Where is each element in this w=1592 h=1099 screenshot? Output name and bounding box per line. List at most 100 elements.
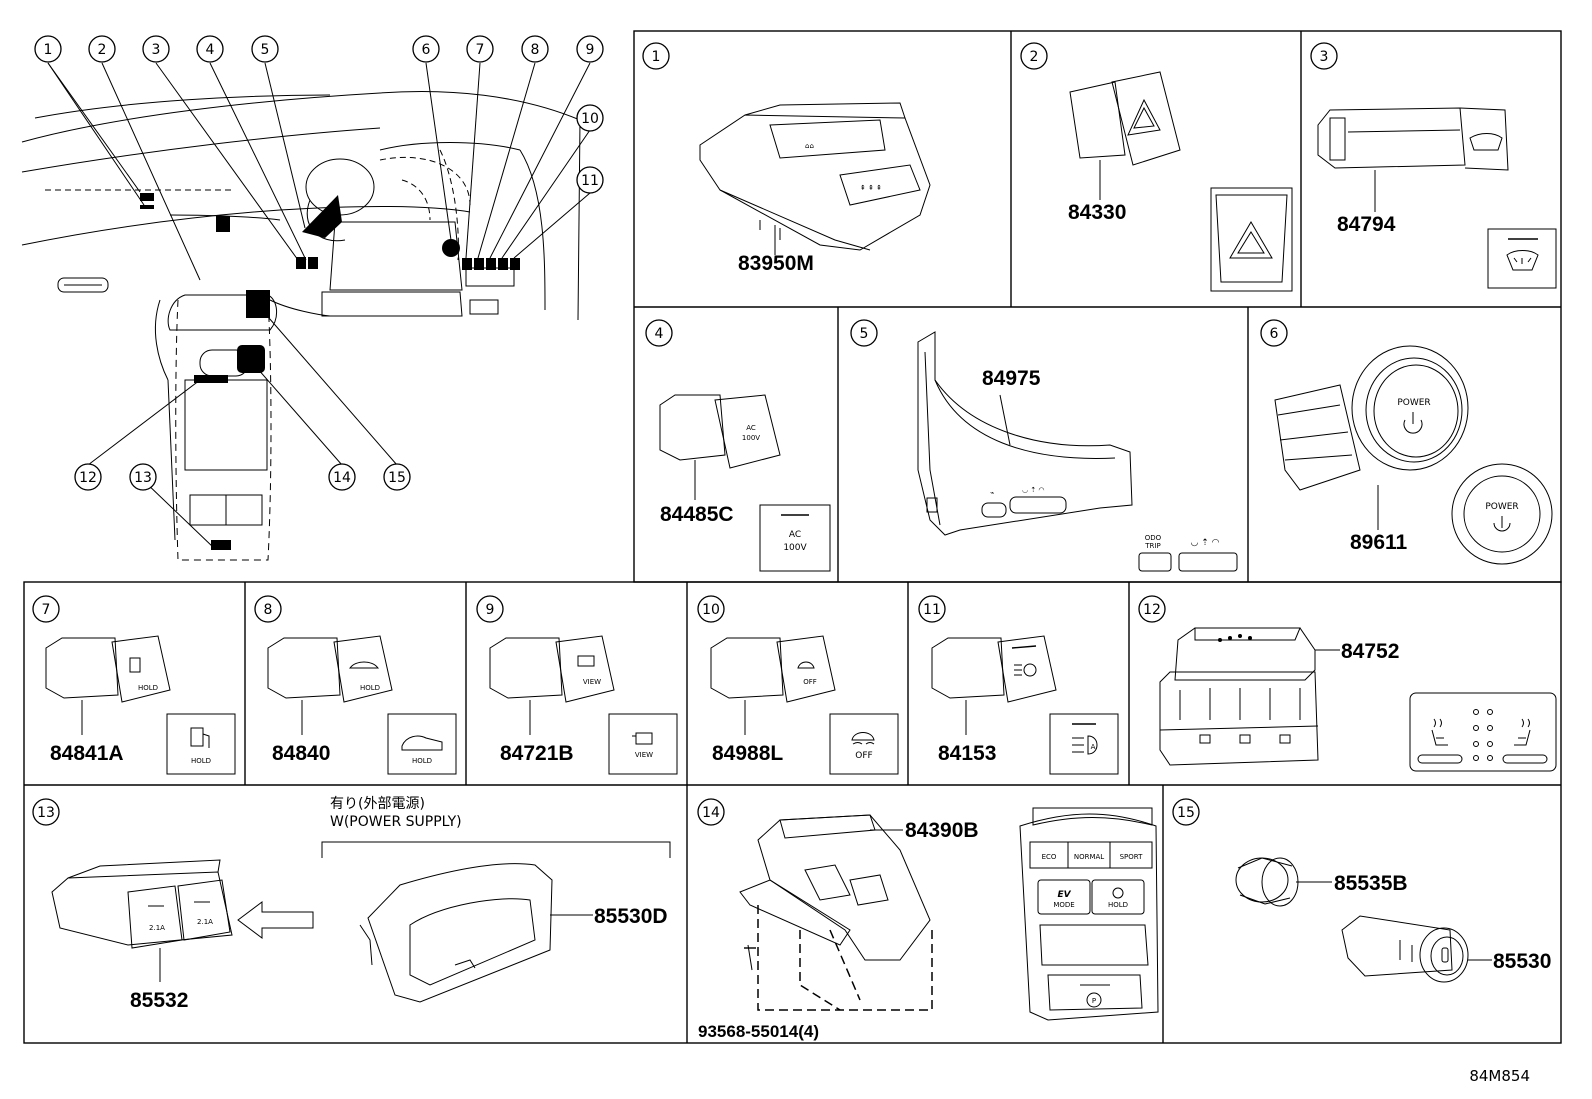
part-84485C: 84485C bbox=[660, 503, 734, 526]
svg-text:7: 7 bbox=[42, 602, 51, 618]
part-85530: 85530 bbox=[1493, 950, 1551, 973]
callout-8: 8 bbox=[531, 42, 540, 58]
seat-heater-icon bbox=[1431, 718, 1531, 746]
callout-7: 7 bbox=[476, 42, 485, 58]
svg-text:SPORT: SPORT bbox=[1120, 853, 1144, 861]
svg-text:OFF: OFF bbox=[803, 678, 817, 686]
part-84794: 84794 bbox=[1337, 213, 1396, 236]
svg-text:2: 2 bbox=[1030, 49, 1039, 65]
traction-off-icon bbox=[851, 732, 875, 745]
panel-1: 1 ⇞ ⇞ ⇞ ⌂⌂ 83950M bbox=[642, 42, 931, 275]
part-85532: 85532 bbox=[130, 989, 188, 1012]
svg-text:◡ ⇡ ◠: ◡ ⇡ ◠ bbox=[1191, 538, 1220, 548]
panel-2: 2 84330 bbox=[1020, 42, 1293, 292]
panel-8: 8 HOLD 84840 HOLD bbox=[254, 595, 457, 775]
svg-text:TRIP: TRIP bbox=[1144, 542, 1160, 550]
svg-text:11: 11 bbox=[923, 602, 941, 618]
callout-1: 1 bbox=[44, 42, 53, 58]
svg-text:15: 15 bbox=[1177, 805, 1195, 821]
panel-12: 12 84752 bbox=[1138, 595, 1557, 772]
svg-text:13: 13 bbox=[37, 805, 55, 821]
part-84841A: 84841A bbox=[50, 742, 124, 765]
part-93568-55014: 93568-55014(4) bbox=[698, 1022, 819, 1041]
part-85535B: 85535B bbox=[1334, 872, 1408, 895]
panel-11: 11 84153 A bbox=[918, 595, 1119, 775]
panel-13: 13 2.1A 2.1A 85532 有り(外部電源) W(POWER SUPP… bbox=[32, 796, 671, 1012]
svg-text:AC: AC bbox=[746, 424, 756, 432]
panel-7: 7 HOLD 84841A HOLD bbox=[32, 595, 236, 775]
svg-text:100V: 100V bbox=[742, 434, 760, 442]
svg-text:ECO: ECO bbox=[1042, 853, 1057, 861]
svg-text:HOLD: HOLD bbox=[1108, 901, 1128, 909]
svg-text:⌁: ⌁ bbox=[990, 489, 994, 497]
callout-10: 10 bbox=[581, 111, 599, 127]
part-84975: 84975 bbox=[982, 367, 1041, 390]
panel-14: 14 84390B 93568-55014(4) ECO NORMAL SPOR… bbox=[697, 798, 1159, 1041]
dashboard-overview bbox=[21, 62, 591, 561]
svg-text:3: 3 bbox=[1320, 49, 1329, 65]
svg-text:8: 8 bbox=[264, 602, 273, 618]
panel-10: 10 OFF 84988L OFF bbox=[697, 595, 899, 775]
svg-text:HOLD: HOLD bbox=[191, 757, 211, 765]
callout-13: 13 bbox=[134, 470, 152, 486]
svg-text:10: 10 bbox=[702, 602, 720, 618]
panel-9: 9 VIEW 84721B VIEW bbox=[476, 595, 678, 775]
part-84721B: 84721B bbox=[500, 742, 574, 765]
svg-text:12: 12 bbox=[1143, 602, 1161, 618]
figure-code: 84M854 bbox=[1469, 1067, 1530, 1085]
panel-4: 4 AC 100V 84485C AC 100V bbox=[645, 319, 831, 572]
parking-brake-icon: P bbox=[1086, 992, 1102, 1008]
panel-5: 5 ⌁ ◡ ⇡ ◠ 84975 ODO TRIP ◡ ⇡ ◠ bbox=[850, 319, 1238, 572]
svg-text:P: P bbox=[1092, 997, 1096, 1005]
svg-text:100V: 100V bbox=[783, 543, 807, 553]
callout-9: 9 bbox=[586, 42, 595, 58]
svg-text:MODE: MODE bbox=[1053, 901, 1074, 909]
svg-text:HOLD: HOLD bbox=[412, 757, 432, 765]
svg-text:HOLD: HOLD bbox=[138, 684, 158, 692]
callout-4: 4 bbox=[206, 42, 215, 58]
svg-text:◡ ⇡ ◠: ◡ ⇡ ◠ bbox=[1022, 486, 1045, 494]
svg-text:NORMAL: NORMAL bbox=[1074, 853, 1104, 861]
part-84840: 84840 bbox=[272, 742, 330, 765]
callout-12: 12 bbox=[79, 470, 97, 486]
svg-text:⇞ ⇞ ⇞: ⇞ ⇞ ⇞ bbox=[860, 184, 882, 192]
hazard-icon bbox=[1229, 221, 1273, 259]
panel-15: 15 85535B 85530 bbox=[1172, 798, 1551, 983]
part-84390B: 84390B bbox=[905, 819, 979, 842]
svg-text:5: 5 bbox=[860, 326, 869, 342]
svg-text:VIEW: VIEW bbox=[635, 751, 653, 759]
callout-5: 5 bbox=[261, 42, 270, 58]
part-84988L: 84988L bbox=[712, 742, 783, 765]
svg-text:14: 14 bbox=[702, 805, 720, 821]
svg-text:1: 1 bbox=[652, 49, 661, 65]
svg-text:AC: AC bbox=[789, 530, 801, 540]
svg-text:4: 4 bbox=[655, 326, 664, 342]
svg-text:ODO: ODO bbox=[1145, 534, 1162, 542]
defogger-icon bbox=[1506, 250, 1539, 271]
overview-callouts: 1 2 3 4 5 6 7 8 9 10 11 12 13 14 15 bbox=[34, 35, 604, 491]
arrow-left-icon bbox=[237, 901, 314, 939]
panel-grid bbox=[23, 30, 1562, 1044]
part-85530D: 85530D bbox=[594, 905, 668, 928]
camera-view-icon bbox=[632, 732, 653, 745]
svg-text:A: A bbox=[1091, 743, 1096, 751]
svg-text:POWER: POWER bbox=[1485, 502, 1518, 512]
svg-text:VIEW: VIEW bbox=[583, 678, 601, 686]
part-89611: 89611 bbox=[1350, 531, 1408, 554]
auto-headlight-icon: A bbox=[1072, 735, 1098, 755]
fuel-door-icon bbox=[190, 727, 210, 748]
svg-text:6: 6 bbox=[1270, 326, 1279, 342]
variant-jp: 有り(外部電源) bbox=[330, 796, 425, 812]
part-84752: 84752 bbox=[1341, 640, 1399, 663]
svg-text:HOLD: HOLD bbox=[360, 684, 380, 692]
callout-11: 11 bbox=[581, 173, 599, 189]
trunk-icon bbox=[401, 735, 443, 751]
part-84330: 84330 bbox=[1068, 201, 1126, 224]
callout-15: 15 bbox=[388, 470, 406, 486]
svg-text:2.1A: 2.1A bbox=[197, 918, 213, 926]
callout-6: 6 bbox=[422, 42, 431, 58]
panel-6: 6 POWER 89611 POWER bbox=[1260, 319, 1553, 565]
variant-en: W(POWER SUPPLY) bbox=[330, 814, 462, 830]
svg-text:OFF: OFF bbox=[855, 751, 872, 761]
